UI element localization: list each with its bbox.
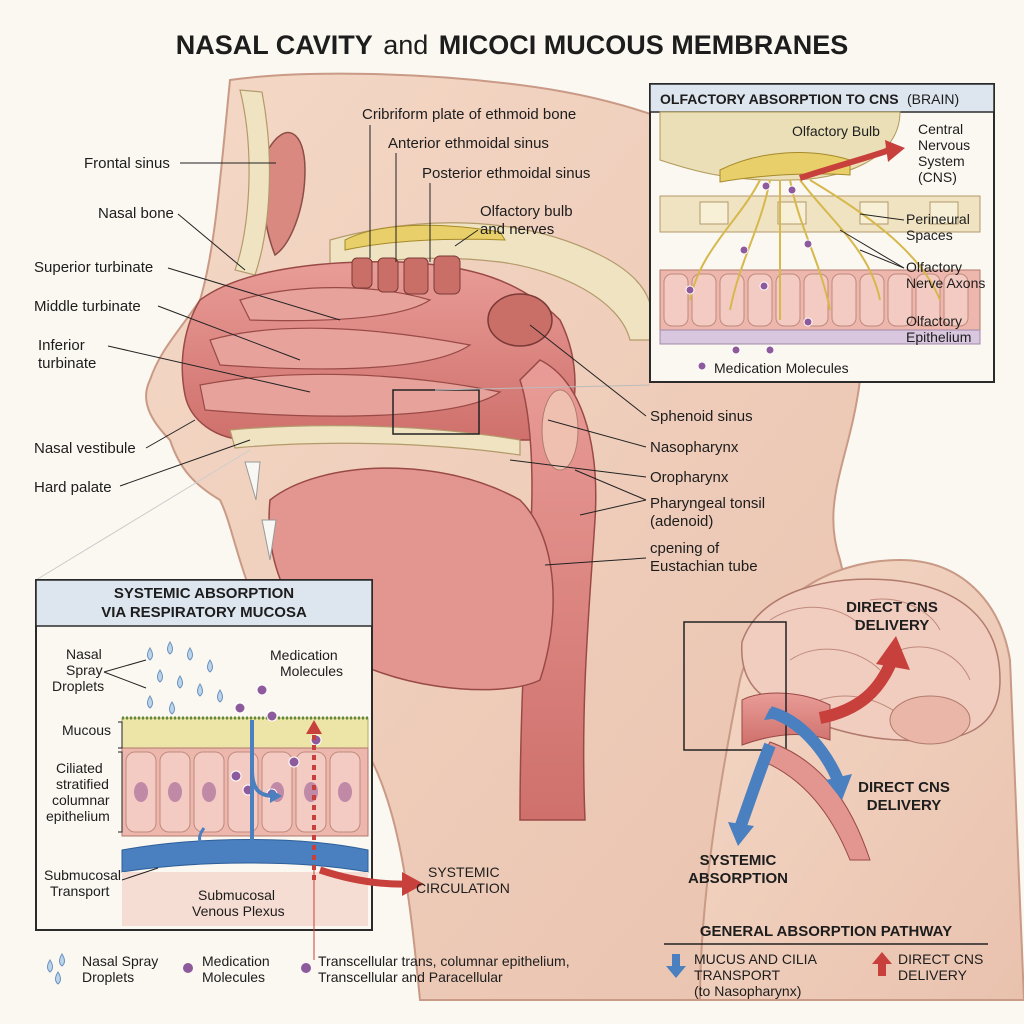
label-eustachian-2: Eustachian tube xyxy=(650,558,758,575)
brain-focus-box xyxy=(683,621,787,751)
legend-med-2: Molecules xyxy=(202,969,265,985)
pathway-mucus-1: MUCUS AND CILIA xyxy=(694,951,818,967)
down-arrow-icon xyxy=(666,954,686,978)
label-inferior-turbinate-1: Inferior xyxy=(38,337,85,354)
label-eustachian-1: cpening of xyxy=(650,540,720,557)
axons-label-2: Nerve Axons xyxy=(906,275,985,291)
systemic-title-2: VIA RESPIRATORY MUCOSA xyxy=(101,604,307,621)
direct-cns-mid-1: DIRECT CNS xyxy=(858,779,950,796)
top-labels: Cribriform plate of ethmoid bone Anterio… xyxy=(362,106,590,262)
epithelium-label-1: Olfactory xyxy=(906,313,962,329)
axons-label-1: Olfactory xyxy=(906,259,962,275)
olfactory-inset: OLFACTORY ABSORPTION TO CNS (BRAIN) xyxy=(649,83,995,383)
label-superior-turbinate: Superior turbinate xyxy=(34,259,153,276)
pathway-mucus-3: (to Nasopharynx) xyxy=(694,983,801,999)
systemic-title-1: SYSTEMIC ABSORPTION xyxy=(114,585,294,602)
page-title: NASAL CAVITY and MICOCI MUCOUS MEMBRANES xyxy=(176,30,848,60)
label-pharyngeal-tonsil-2: (adenoid) xyxy=(650,513,713,530)
inferior-turbinate-shape xyxy=(199,373,502,417)
systemic-label-1: SYSTEMIC xyxy=(700,852,777,869)
adenoid-shape xyxy=(541,389,579,471)
submucosal-label-1: Submucosal xyxy=(44,867,121,883)
label-sphenoid-sinus: Sphenoid sinus xyxy=(650,408,753,425)
label-oropharynx: Oropharynx xyxy=(650,469,729,486)
legend-med-1: Medication xyxy=(202,953,270,969)
pharynx xyxy=(519,359,597,821)
spray-label-1: Nasal xyxy=(66,646,102,662)
olfactory-bulb-label: Olfactory Bulb xyxy=(792,123,880,139)
legend-trans-1: Transcellular trans, columnar epithelium… xyxy=(318,953,570,969)
plexus-label-1: Submucosal xyxy=(198,887,275,903)
right-labels: Sphenoid sinus Nasopharynx Oropharynx Ph… xyxy=(509,324,765,575)
legend-spray-2: Droplets xyxy=(82,969,134,985)
pathway-cns-2: DELIVERY xyxy=(898,967,968,983)
olfactory-bulb-shape xyxy=(344,224,506,251)
skull-base-bone xyxy=(329,222,654,341)
label-nasopharynx: Nasopharynx xyxy=(650,439,739,456)
systemic-label-2: ABSORPTION xyxy=(688,870,788,887)
spray-label-2: Spray xyxy=(66,662,103,678)
submucosal-label-2: Transport xyxy=(50,883,110,899)
legend-spray-1: Nasal Spray xyxy=(82,953,158,969)
middle-turbinate-shape xyxy=(209,327,472,370)
ciliated-label-4: epithelium xyxy=(46,808,110,824)
superior-turbinate-shape xyxy=(239,287,432,322)
label-inferior-turbinate-2: turbinate xyxy=(38,355,96,372)
med-label-1: Medication xyxy=(270,647,338,663)
label-nasal-vestibule: Nasal vestibule xyxy=(34,440,136,457)
direct-cns-top-1: DIRECT CNS xyxy=(846,599,938,616)
left-labels: Frontal sinus Nasal bone Superior turbin… xyxy=(34,155,341,496)
label-olfactory-bulb-2: and nerves xyxy=(480,221,554,238)
up-arrow-icon xyxy=(872,952,892,976)
cns-label-2: Nervous xyxy=(918,137,970,153)
mucous-label: Mucous xyxy=(62,722,111,738)
epithelium-label-2: Epithelium xyxy=(906,329,971,345)
med-label-2: Molecules xyxy=(280,663,343,679)
cns-label-3: System xyxy=(918,153,965,169)
label-olfactory-bulb-1: Olfactory bulb xyxy=(480,203,573,220)
brain-panel: DIRECT CNS DELIVERY DIRECT CNS DELIVERY … xyxy=(683,558,1024,1001)
pathway-legend: GENERAL ABSORPTION PATHWAY MUCUS AND CIL… xyxy=(664,923,988,999)
label-hard-palate: Hard palate xyxy=(34,479,112,496)
legend-trans-2: Transcellular and Paracellular xyxy=(318,969,503,985)
ciliated-label-2: stratified xyxy=(56,776,109,792)
circulation-label-1: SYSTEMIC xyxy=(428,864,500,880)
label-nasal-bone: Nasal bone xyxy=(98,205,174,222)
direct-cns-mid-2: DELIVERY xyxy=(867,797,941,814)
systemic-inset: SYSTEMIC ABSORPTION VIA RESPIRATORY MUCO… xyxy=(35,449,510,931)
plexus-label-2: Venous Plexus xyxy=(192,903,285,919)
perineural-label-2: Spaces xyxy=(906,227,953,243)
ciliated-label-1: Ciliated xyxy=(56,760,103,776)
label-frontal-sinus: Frontal sinus xyxy=(84,155,170,172)
spray-label-3: Droplets xyxy=(52,678,104,694)
medication-label: Medication Molecules xyxy=(714,360,849,376)
symbol-legend: Nasal Spray Droplets Medication Molecule… xyxy=(47,870,570,985)
sphenoid-sinus-shape xyxy=(487,293,553,347)
hard-palate-shape xyxy=(229,425,521,456)
label-cribriform-plate: Cribriform plate of ethmoid bone xyxy=(362,106,576,123)
cns-label-1: Central xyxy=(918,121,963,137)
pathway-legend-title: GENERAL ABSORPTION PATHWAY xyxy=(700,923,952,940)
label-middle-turbinate: Middle turbinate xyxy=(34,298,141,315)
label-posterior-ethmoidal: Posterior ethmoidal sinus xyxy=(422,165,590,182)
pathway-cns-1: DIRECT CNS xyxy=(898,951,983,967)
olfactory-inset-title: OLFACTORY ABSORPTION TO CNS (BRAIN) xyxy=(660,91,959,108)
circulation-label-2: CIRCULATION xyxy=(416,880,510,896)
ciliated-label-3: columnar xyxy=(52,792,110,808)
pathway-mucus-2: TRANSPORT xyxy=(694,967,781,983)
direct-cns-top-2: DELIVERY xyxy=(855,617,929,634)
ethmoid-sinus-cells xyxy=(351,255,461,295)
label-pharyngeal-tonsil-1: Pharyngeal tonsil xyxy=(650,495,765,512)
cns-label-4: (CNS) xyxy=(918,169,957,185)
molecule-icon xyxy=(183,963,193,973)
label-anterior-ethmoidal: Anterior ethmoidal sinus xyxy=(388,135,549,152)
droplet-icon xyxy=(47,953,65,985)
molecule-icon-2 xyxy=(301,963,311,973)
perineural-label-1: Perineural xyxy=(906,211,970,227)
